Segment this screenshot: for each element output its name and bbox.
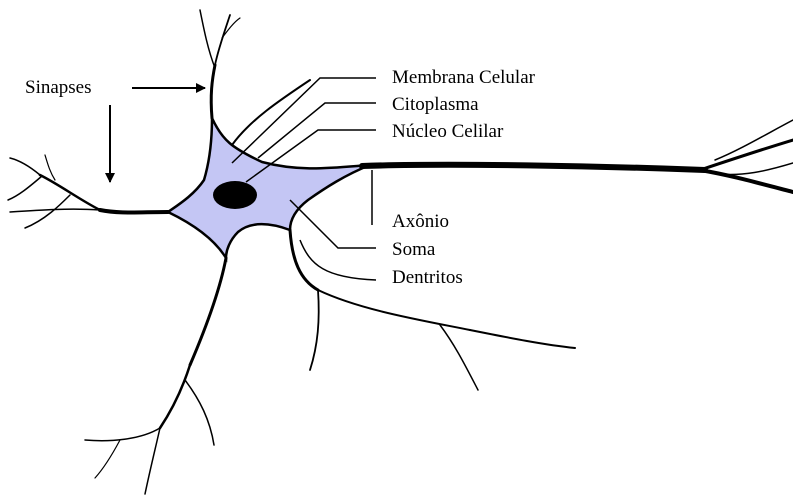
nucleus-shape xyxy=(213,181,257,209)
synapse-arrows xyxy=(110,88,205,182)
label-sinapses: Sinapses xyxy=(25,77,92,99)
label-dentritos: Dentritos xyxy=(392,267,463,289)
label-nucleo-celilar: Núcleo Celilar xyxy=(392,121,503,143)
label-membrana-celular: Membrana Celular xyxy=(392,67,535,89)
left-dendrites xyxy=(8,155,168,228)
bottom-dendrites xyxy=(85,230,575,494)
label-axonio: Axônio xyxy=(392,211,449,233)
soma-shape xyxy=(168,118,370,258)
label-soma: Soma xyxy=(392,239,435,261)
label-citoplasma: Citoplasma xyxy=(392,94,479,116)
